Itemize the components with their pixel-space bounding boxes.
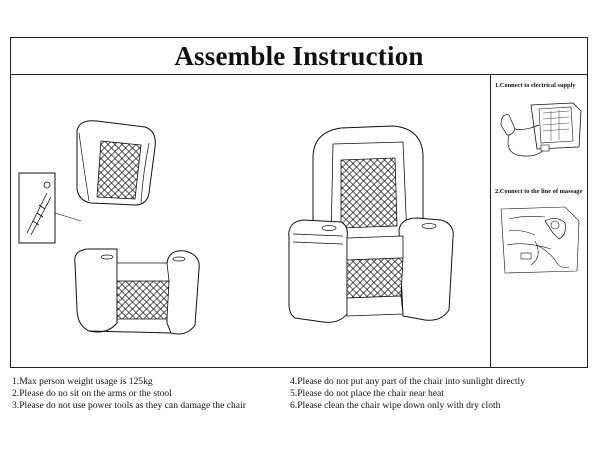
step-2-label: 2.Connect to the line of massage bbox=[495, 188, 583, 195]
instruction-frame: Assemble Instruction bbox=[10, 37, 588, 368]
note-item: 4.Please do not put any part of the chai… bbox=[290, 376, 525, 387]
step-1-label: 1.Connect to electrical supply bbox=[495, 82, 576, 89]
exploded-chair-illustration bbox=[18, 120, 200, 335]
notes-right-column: 4.Please do not put any part of the chai… bbox=[290, 376, 525, 412]
note-item: 6.Please clean the chair wipe down only … bbox=[290, 400, 501, 411]
connection-steps-panel: 1.Connect to electrical supply 2.Connect… bbox=[490, 75, 588, 367]
title-bar: Assemble Instruction bbox=[11, 38, 587, 75]
note-item: 5.Please do not place the chair near hea… bbox=[290, 388, 444, 399]
page-title: Assemble Instruction bbox=[174, 40, 424, 71]
backrest-part bbox=[76, 120, 156, 206]
seat-base-part bbox=[74, 248, 200, 335]
note-item: 2.Please do no sit on the arms or the st… bbox=[12, 388, 172, 399]
note-item: 3.Please do not use power tools as they … bbox=[12, 400, 246, 411]
assembled-chair-illustration bbox=[288, 125, 454, 323]
electrical-supply-illustration bbox=[500, 102, 582, 157]
notes-left-column: 1.Max person weight usage is 125kg 2.Ple… bbox=[12, 376, 246, 412]
note-item: 1.Max person weight usage is 125kg bbox=[12, 376, 153, 387]
massage-line-illustration bbox=[500, 206, 580, 274]
hinge-detail-inset bbox=[18, 172, 82, 244]
